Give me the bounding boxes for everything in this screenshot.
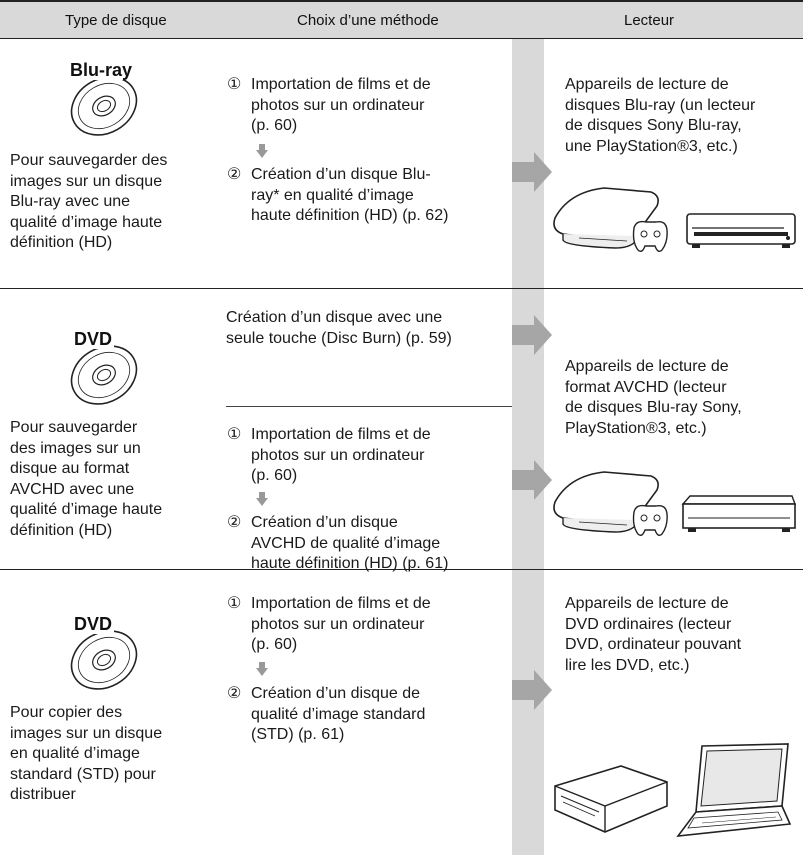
game-controller-icon <box>632 504 668 537</box>
method-step-2: ② Création d’un disque Blu-ray* en quali… <box>227 166 449 224</box>
laptop-icon <box>676 743 792 837</box>
row-separator <box>0 569 803 570</box>
dvd-disc-icon: DVD <box>70 327 138 405</box>
table-header: Type de disque Choix d’une méthode Lecte… <box>0 0 803 39</box>
row-separator <box>0 288 803 289</box>
header-player: Lecteur <box>624 12 675 29</box>
disc-label: DVD <box>74 614 112 634</box>
step-number: ① <box>227 595 242 612</box>
disc-label: DVD <box>74 329 112 349</box>
header-disc-type: Type de disque <box>65 12 167 29</box>
playstation-console-icon <box>553 471 659 533</box>
down-arrow-icon <box>256 662 268 676</box>
option-separator <box>226 406 512 407</box>
disc-label: Blu-ray <box>70 60 132 80</box>
right-arrow-icon <box>512 315 552 355</box>
right-arrow-icon <box>512 460 552 500</box>
step-number: ① <box>227 76 242 93</box>
bluray-disc-icon: Blu-ray <box>68 58 138 136</box>
dvd-player-icon <box>554 765 668 833</box>
header-method: Choix d’une méthode <box>297 12 439 29</box>
game-controller-icon <box>632 220 668 253</box>
down-arrow-icon <box>256 144 268 158</box>
dvd-disc-icon: DVD <box>70 612 138 690</box>
right-arrow-icon <box>512 670 552 710</box>
step-number: ① <box>227 426 242 443</box>
step-number: ② <box>227 514 242 531</box>
playstation-console-icon <box>553 187 659 249</box>
down-arrow-icon <box>256 492 268 506</box>
bluray-player-icon <box>681 495 797 532</box>
bluray-player-icon <box>686 213 796 248</box>
right-arrow-icon <box>512 152 552 192</box>
step-number: ② <box>227 685 242 702</box>
step-number: ② <box>227 166 242 183</box>
